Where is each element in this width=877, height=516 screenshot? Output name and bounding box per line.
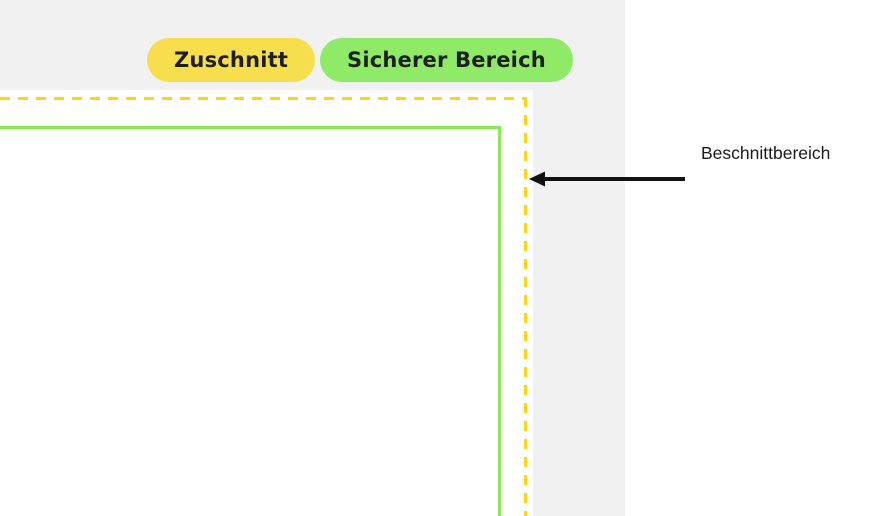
- bleed-annotation-label: Beschnittbereich: [701, 143, 831, 163]
- safe-area-legend-badge: Sicherer Bereich: [320, 38, 573, 82]
- trim-line-top: [0, 97, 527, 100]
- safe-area-line-top: [0, 126, 501, 129]
- trim-line-right: [524, 97, 527, 516]
- safe-area-legend-label: Sicherer Bereich: [347, 48, 546, 72]
- safe-area-line-right: [498, 126, 501, 516]
- bleed-annotation-arrow: [529, 171, 685, 187]
- trim-legend-badge: Zuschnitt: [147, 38, 316, 82]
- trim-legend-label: Zuschnitt: [174, 48, 289, 72]
- design-canvas[interactable]: [0, 90, 533, 516]
